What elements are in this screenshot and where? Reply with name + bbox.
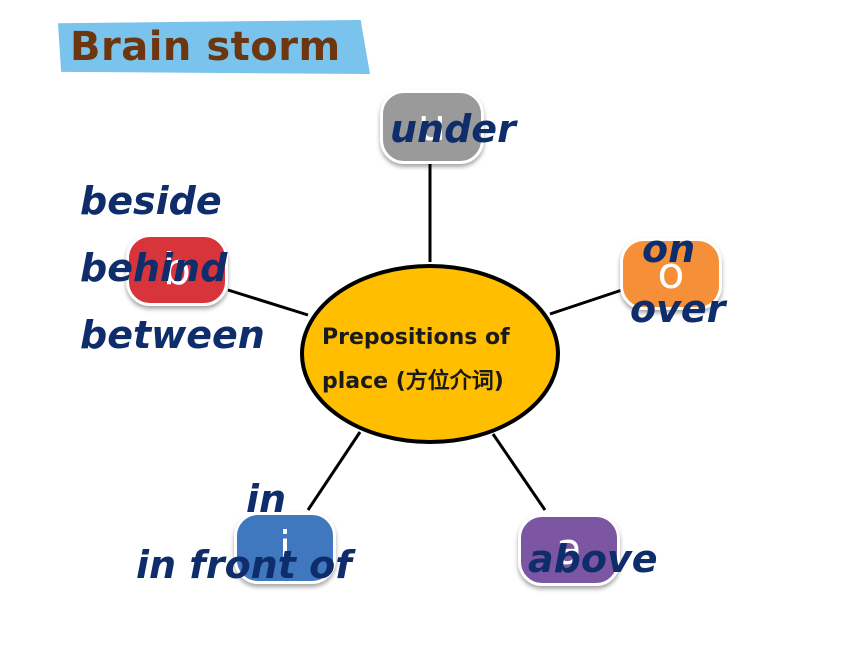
connector-b bbox=[227, 288, 309, 317]
node-o-letter: o bbox=[657, 248, 685, 299]
connector-o bbox=[549, 288, 623, 316]
node-a-letter: a bbox=[555, 524, 583, 575]
node-b bbox=[126, 234, 228, 306]
center-label-line1: Prepositions of bbox=[322, 325, 510, 350]
center-label: Prepositions of place (方位介词) bbox=[304, 316, 556, 404]
word-between: between bbox=[80, 313, 265, 357]
node-u bbox=[380, 90, 484, 164]
word-over: over bbox=[630, 287, 726, 331]
node-o bbox=[620, 238, 722, 310]
title-banner bbox=[58, 20, 370, 74]
word-in: in bbox=[246, 477, 287, 521]
page-title: Brain storm bbox=[70, 24, 341, 70]
node-a bbox=[518, 514, 620, 586]
node-i-letter: i bbox=[278, 522, 292, 573]
word-under: under bbox=[390, 107, 516, 151]
center-ellipse bbox=[300, 264, 560, 444]
connector-i bbox=[306, 431, 362, 511]
word-above: above bbox=[528, 537, 658, 581]
node-i bbox=[234, 512, 336, 584]
word-beside: beside bbox=[80, 179, 222, 223]
word-on: on bbox=[642, 227, 696, 271]
node-u-letter: u bbox=[418, 100, 446, 151]
center-label-line2: place (方位介词) bbox=[322, 369, 504, 394]
word-behind: behind bbox=[80, 246, 228, 290]
connector-a bbox=[491, 433, 547, 511]
word-in-front-of: in front of bbox=[136, 543, 352, 587]
node-b-letter: b bbox=[163, 244, 191, 295]
